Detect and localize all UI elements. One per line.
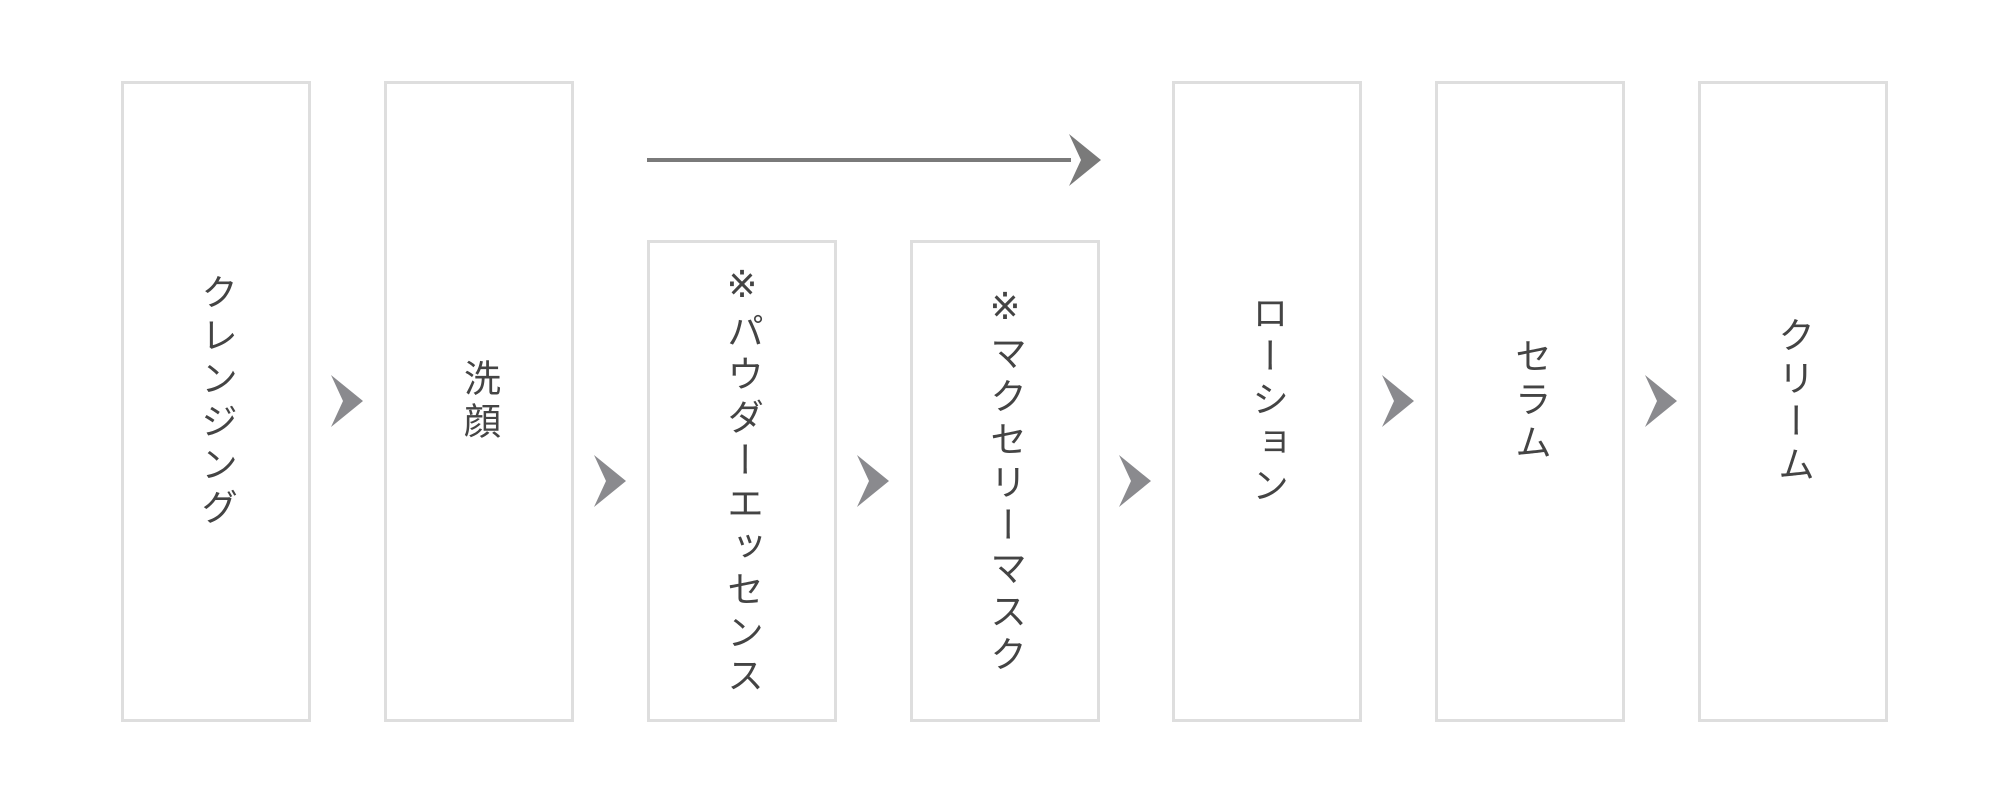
step-box-face-wash: 洗顔 (384, 81, 574, 722)
step-label-mask: ※マクセリーマスク (983, 284, 1027, 678)
chevron-right-icon (331, 375, 363, 427)
step-label-lotion: ローション (1245, 294, 1289, 509)
chevron-right-icon (1382, 375, 1414, 427)
step-box-cream: クリーム (1698, 81, 1888, 722)
chevron-right-icon (857, 455, 889, 507)
long-arrow-right-icon (645, 132, 1105, 188)
chevron-right-icon (1119, 455, 1151, 507)
step-label-cream: クリーム (1771, 315, 1815, 488)
chevron-right-icon (1645, 375, 1677, 427)
step-label-powder-essence: ※パウダーエッセンス (720, 263, 764, 699)
step-label-serum: セラム (1508, 337, 1552, 466)
step-box-mask: ※マクセリーマスク (910, 240, 1100, 722)
step-box-lotion: ローション (1172, 81, 1362, 722)
chevron-right-icon (594, 455, 626, 507)
step-box-serum: セラム (1435, 81, 1625, 722)
step-box-powder-essence: ※パウダーエッセンス (647, 240, 837, 722)
step-label-cleansing: クレンジング (194, 272, 238, 531)
step-box-cleansing: クレンジング (121, 81, 311, 722)
step-label-face-wash: 洗顔 (457, 358, 501, 445)
